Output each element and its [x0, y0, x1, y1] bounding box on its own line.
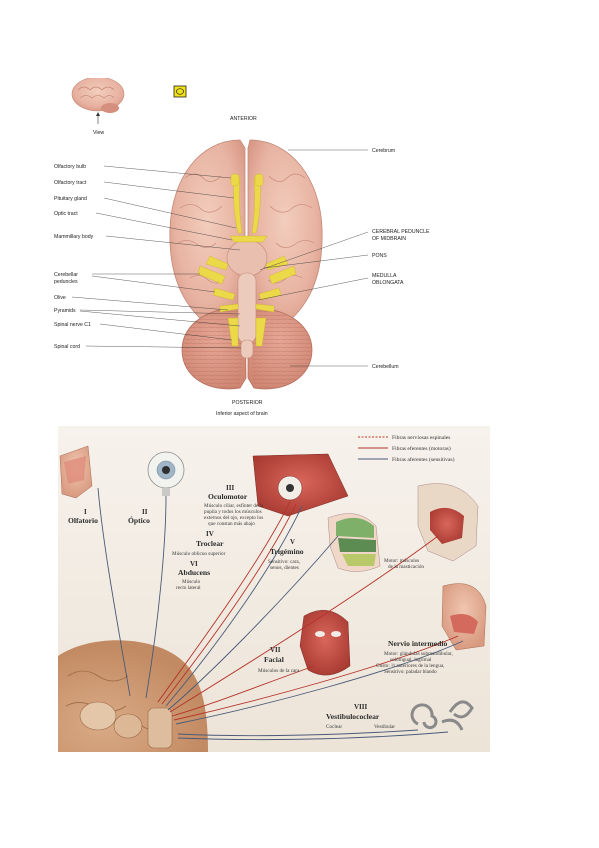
left-labels: Olfactory bulb Olfactory tract Pituitary… [54, 164, 242, 350]
facial-name: Facial [264, 655, 284, 664]
legend-efferent: Fibras eferentes (motoras) [392, 445, 451, 452]
oculomotor-name: Oculomotor [208, 492, 248, 501]
label-mammillary-body: Mammillary body [54, 234, 94, 240]
badge-icon [173, 85, 187, 98]
label-cerebellar: Cerebellar [54, 272, 78, 278]
label-olfactory-tract: Olfactory tract [54, 180, 87, 186]
abducens-desc-1: Músculo [182, 579, 201, 585]
oculomotor-num: III [226, 484, 234, 492]
intermedio-desc-3: Gusto: ⅔ anteriores de la lengua, [376, 663, 444, 669]
label-cerebellum: Cerebellum [372, 364, 399, 370]
view-icon [71, 78, 125, 124]
nose-illustration [59, 445, 93, 499]
abducens-num: VI [190, 560, 198, 568]
vestibular-label: Vestibular [374, 724, 395, 730]
coclear-label: Coclear [326, 724, 342, 730]
trigemino-name: Trigémino [270, 547, 304, 556]
brain-base-illustration [58, 640, 208, 752]
oculomotor-desc-1: Músculo ciliar, esfínter de la [204, 502, 264, 509]
fiber-legend: Fibras nerviosas espinales Fibras eferen… [358, 435, 455, 463]
oculomotor-desc-3: externos del ojo, excepto los [204, 515, 263, 521]
face-sensory-illustration [327, 513, 381, 572]
intermedio-desc-4: Sensitivo: paladar blando [384, 669, 437, 675]
view-label: View [93, 130, 104, 136]
trigemino-motor-2: de la masticación [388, 564, 424, 570]
optico-num: II [142, 508, 148, 516]
label-of-midbrain: OF MIDBRAIN [372, 236, 406, 242]
label-pons: PONS [372, 253, 387, 259]
label-medulla: MEDULLA [372, 273, 397, 279]
troclear-desc: Músculo oblicuo superior [172, 551, 226, 557]
facial-desc: Músculos de la cara [258, 668, 300, 674]
trigemino-num: V [290, 538, 295, 546]
label-peduncles: peduncles [54, 279, 78, 285]
label-olive: Olive [54, 295, 66, 301]
facial-muscles-illustration [299, 610, 351, 676]
inferior-brain-figure: View ANTERIOR [54, 78, 430, 417]
olfatorio-num: I [84, 508, 87, 516]
trigemino-motor-1: Motor: músculos [384, 558, 419, 564]
cranial-nerves-figure: Fibras nerviosas espinales Fibras eferen… [58, 426, 490, 752]
oculomotor-desc-4: que constan más abajo [208, 521, 255, 527]
skull-illustration [417, 483, 479, 562]
label-cerebral-peduncle: CEREBRAL PEDUNCLE [372, 229, 430, 235]
label-oblongata: OBLONGATA [372, 280, 404, 286]
right-labels: Cerebrum CEREBRAL PEDUNCLE OF MIDBRAIN P… [257, 148, 430, 370]
intermedio-name: Nervio intermedio [388, 639, 447, 648]
oculomotor-desc-2: pupila y todos los músculos [204, 509, 262, 515]
label-pyramids: Pyramids [54, 308, 76, 314]
anterior-label: ANTERIOR [230, 116, 257, 122]
legend-spinal: Fibras nerviosas espinales [392, 435, 450, 441]
inner-ear-illustration [410, 700, 474, 731]
label-spinal-cord: Spinal cord [54, 344, 80, 350]
optico-name: Óptico [128, 515, 150, 525]
intermedio-desc-1: Motor: glándulas submandibular, [384, 651, 453, 657]
trigemino-desc-1: Sensitivo: cara, [268, 559, 300, 565]
legend-afferent: Fibras aferentes (sensitivas) [392, 456, 455, 463]
cerebrum-illustration [169, 139, 323, 334]
figure1-caption: Inferior aspect of brain [216, 411, 268, 417]
oral-cavity-illustration [441, 583, 487, 651]
troclear-num: IV [206, 530, 214, 538]
olfatorio-name: Olfatorio [68, 516, 98, 525]
trigemino-desc-2: senos, dientes [270, 565, 299, 571]
abducens-name: Abducens [178, 568, 210, 577]
label-olfactory-bulb: Olfactory bulb [54, 164, 86, 170]
nerve-labels: I Olfatorio II Óptico III Oculomotor Mús… [68, 484, 453, 730]
label-cerebrum: Cerebrum [372, 148, 395, 154]
brainstem-illustration [226, 239, 268, 359]
abducens-desc-2: recto lateral [176, 585, 201, 591]
vestibulococlear-num: VIII [354, 703, 368, 711]
eyeball-illustration [147, 451, 185, 496]
label-optic-tract: Optic tract [54, 211, 78, 217]
troclear-name: Troclear [196, 539, 224, 548]
label-spinal-nerve-c1: Spinal nerve C1 [54, 322, 91, 328]
vestibulococlear-name: Vestibulococlear [326, 712, 380, 721]
intermedio-desc-2: sublingual, lagrimal [390, 657, 432, 663]
label-pituitary-gland: Pituitary gland [54, 196, 87, 202]
facial-num: VII [270, 646, 281, 654]
posterior-label: POSTERIOR [232, 400, 263, 406]
nerve-fibers [97, 487, 464, 741]
orbit-illustration [252, 453, 349, 517]
